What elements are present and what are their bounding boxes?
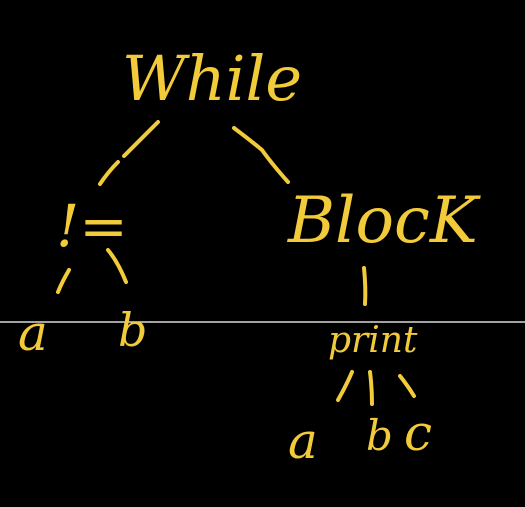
node-b-right: b bbox=[366, 411, 393, 460]
node-block: BlocK bbox=[287, 184, 481, 258]
edge-condition-to-b bbox=[106, 248, 128, 284]
node-while: While bbox=[122, 42, 302, 115]
edge-condition-to-a bbox=[56, 268, 71, 294]
edge-block-to-print bbox=[362, 266, 368, 306]
node-not-equal: != bbox=[56, 192, 128, 260]
node-print: print bbox=[328, 320, 418, 361]
node-a-left: a bbox=[18, 304, 48, 362]
node-c-right: c bbox=[404, 404, 432, 462]
node-a-right: a bbox=[288, 412, 318, 470]
node-b-left: b bbox=[118, 303, 147, 357]
edge-while-to-condition bbox=[98, 120, 160, 186]
edge-print-to-b bbox=[368, 370, 374, 406]
edge-while-to-block bbox=[232, 126, 290, 184]
edge-print-to-a bbox=[336, 370, 354, 402]
edge-print-to-c bbox=[398, 374, 416, 398]
